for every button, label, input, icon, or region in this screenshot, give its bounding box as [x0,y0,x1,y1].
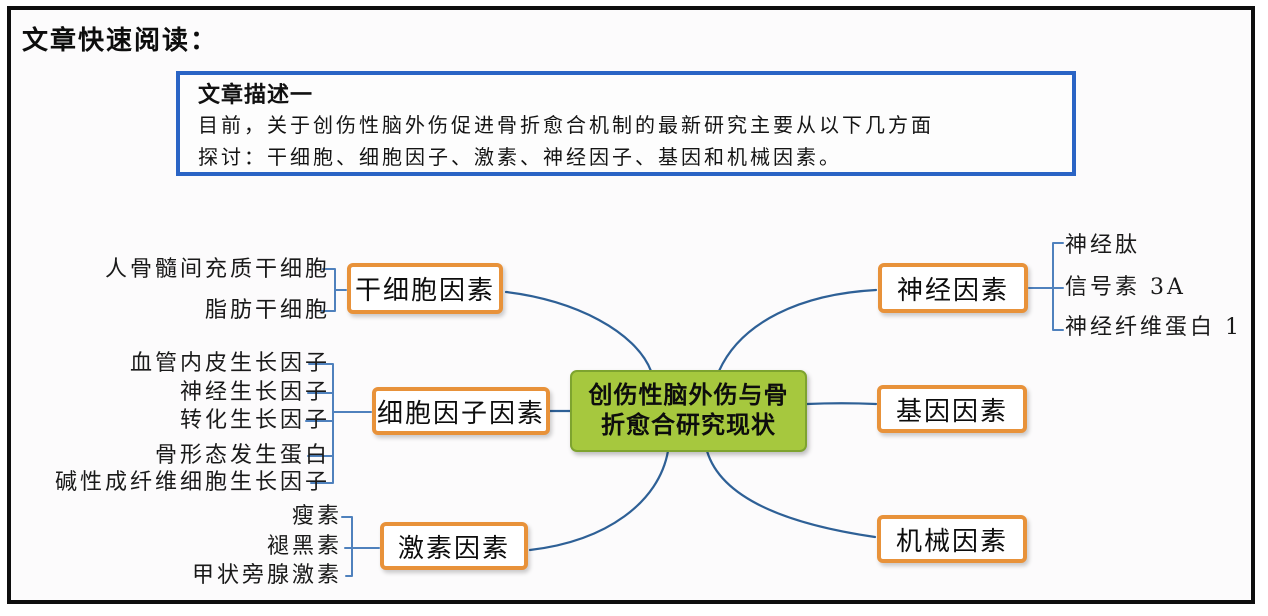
bracket-stem-cell [321,268,347,312]
leaf-label: 信号素 3A [1065,275,1186,300]
leaf-label: 甲状旁腺激素 [191,563,342,588]
leaf-label: 碱性成纤维细胞生长因子 [54,470,330,495]
branch-node-mechanical: 机械因素 [877,515,1027,563]
root-node-line-1: 创伤性脑外伤与骨 [588,382,789,409]
leaf-label: 转化生长因子 [179,408,330,433]
curve-root-stem-cell [504,290,653,373]
leaf-label: 神经纤维蛋白 1 [1065,315,1242,340]
description-line-1: 目前，关于创伤性脑外伤促进骨折愈合机制的最新研究主要从以下几方面 [198,113,934,137]
leaf-label: 血管内皮生长因子 [129,351,330,376]
leaf-label: 脂肪干细胞 [204,298,330,323]
description-heading: 文章描述一 [198,82,314,107]
description-line-2: 探讨：干细胞、细胞因子、激素、神经因子、基因和机械因素。 [198,145,842,169]
branch-node-gene: 基因因素 [877,385,1027,433]
branch-label: 激素因素 [397,532,510,563]
leaf-label: 神经生长因子 [179,380,330,405]
branch-label: 机械因素 [895,525,1008,556]
curve-root-hormone [528,449,670,552]
bracket-cytokine [305,363,372,484]
leaf-label: 骨形态发生蛋白 [154,443,330,468]
branch-node-neural: 神经因素 [878,263,1028,313]
branch-label: 干细胞因素 [354,275,495,305]
root-node: 创伤性脑外伤与骨 折愈合研究现状 [570,370,807,452]
leaf-label: 褪黑素 [266,534,342,559]
leaf-label: 人骨髓间充质干细胞 [104,257,330,282]
branch-node-stem-cell: 干细胞因素 [347,263,503,314]
leaf-label: 瘦素 [291,504,342,529]
root-node-line-2: 折愈合研究现状 [601,412,776,439]
branch-label: 基因因素 [895,395,1008,426]
page-title: 文章快速阅读： [22,25,219,55]
branch-node-cytokine: 细胞因子因素 [372,387,550,435]
bracket-neural [1028,242,1064,331]
description-box: 文章描述一 目前，关于创伤性脑外伤促进骨折愈合机制的最新研究主要从以下几方面 探… [176,71,1076,176]
bracket-hormone [341,516,380,577]
curve-root-gene [805,402,878,406]
branch-label: 细胞因子因素 [376,397,545,428]
branch-node-hormone: 激素因素 [380,522,528,570]
leaf-label: 神经肽 [1065,233,1141,258]
branch-label: 神经因素 [896,274,1009,305]
curve-root-mechanical [705,449,877,539]
curve-root-neural [717,288,878,373]
